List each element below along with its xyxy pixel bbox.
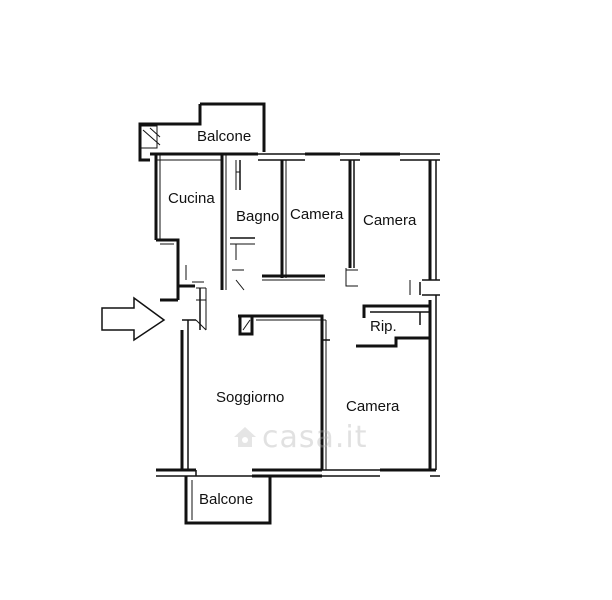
interior-walls-rip — [356, 280, 430, 348]
room-label-camera-3: Camera — [346, 398, 400, 415]
room-label-balcone-bottom: Balcone — [199, 491, 254, 508]
room-label-camera-2: Camera — [363, 212, 417, 229]
interior-walls-living — [238, 314, 330, 470]
room-label-balcone-top: Balcone — [197, 128, 252, 145]
room-label-cucina: Cucina — [168, 190, 215, 207]
interior-walls-camera-camera — [345, 160, 358, 287]
interior-walls-bath-camera — [262, 160, 325, 281]
room-label-soggiorno: Soggiorno — [216, 389, 285, 406]
exterior-right-wall — [400, 160, 440, 477]
watermark-text: casa.it — [262, 420, 368, 455]
exterior-bottom-wall — [252, 468, 400, 478]
room-label-bagno: Bagno — [236, 208, 280, 225]
room-label-camera-1: Camera — [290, 206, 344, 223]
exterior-left-wall — [156, 238, 196, 477]
interior-walls-kitchen-bath — [192, 154, 255, 331]
entrance-arrow-icon — [101, 296, 166, 342]
room-label-rip: Rip. — [370, 318, 397, 335]
balcony-top-walls — [138, 102, 266, 152]
balcony-bottom-walls — [184, 470, 272, 525]
house-icon — [234, 427, 256, 447]
